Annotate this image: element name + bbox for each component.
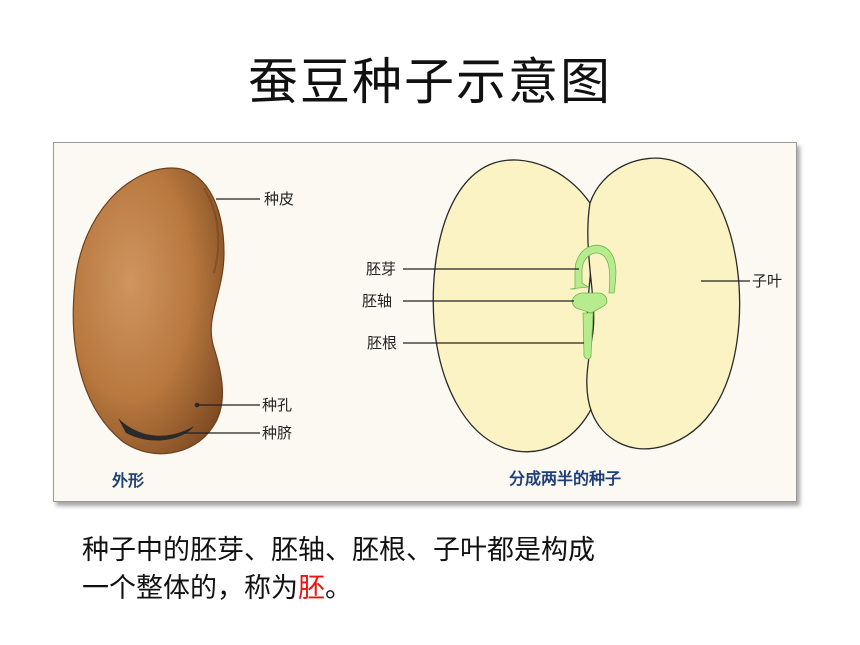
label-seed-coat: 种皮 bbox=[264, 190, 294, 208]
label-cotyledon: 子叶 bbox=[752, 272, 782, 290]
description-line-2-text: 一个整体的，称为 bbox=[82, 573, 298, 604]
cotyledon-right bbox=[586, 157, 741, 450]
label-radicle: 胚根 bbox=[367, 334, 397, 352]
embryo-hypocotyl bbox=[571, 292, 608, 314]
caption-exterior: 外形 bbox=[111, 471, 144, 490]
page-title: 蚕豆种子示意图 bbox=[248, 53, 612, 111]
label-hypocotyl: 胚轴 bbox=[362, 292, 392, 310]
hilum-mark bbox=[118, 418, 194, 441]
label-micropyle: 种孔 bbox=[262, 396, 292, 414]
micropyle-dot bbox=[194, 402, 200, 408]
bean-seed-coat bbox=[72, 167, 225, 455]
embryo-plumule bbox=[569, 244, 617, 294]
caption-split-seed: 分成两半的种子 bbox=[509, 469, 621, 488]
description-line-1: 种子中的胚芽、胚轴、胚根、子叶都是构成 bbox=[82, 535, 595, 566]
label-plumule: 胚芽 bbox=[366, 260, 396, 278]
label-hilum: 种脐 bbox=[262, 424, 292, 442]
seed-diagram: 种皮 种孔 种脐 外形 胚芽 胚轴 胚根 子叶 分成两半的种子 bbox=[53, 142, 797, 502]
embryo-radicle bbox=[582, 312, 594, 360]
highlight-term: 胚 bbox=[298, 573, 325, 604]
cotyledon-left bbox=[432, 159, 597, 453]
description-line-2: 一个整体的，称为胚。 bbox=[82, 570, 782, 608]
diagram-canvas: 种皮 种孔 种脐 外形 胚芽 胚轴 胚根 子叶 分成两半的种子 bbox=[72, 157, 782, 490]
description-line-2-end: 。 bbox=[325, 573, 352, 604]
bean-side-highlight bbox=[203, 187, 220, 274]
description: 种子中的胚芽、胚轴、胚根、子叶都是构成 一个整体的，称为胚。 bbox=[82, 532, 782, 608]
